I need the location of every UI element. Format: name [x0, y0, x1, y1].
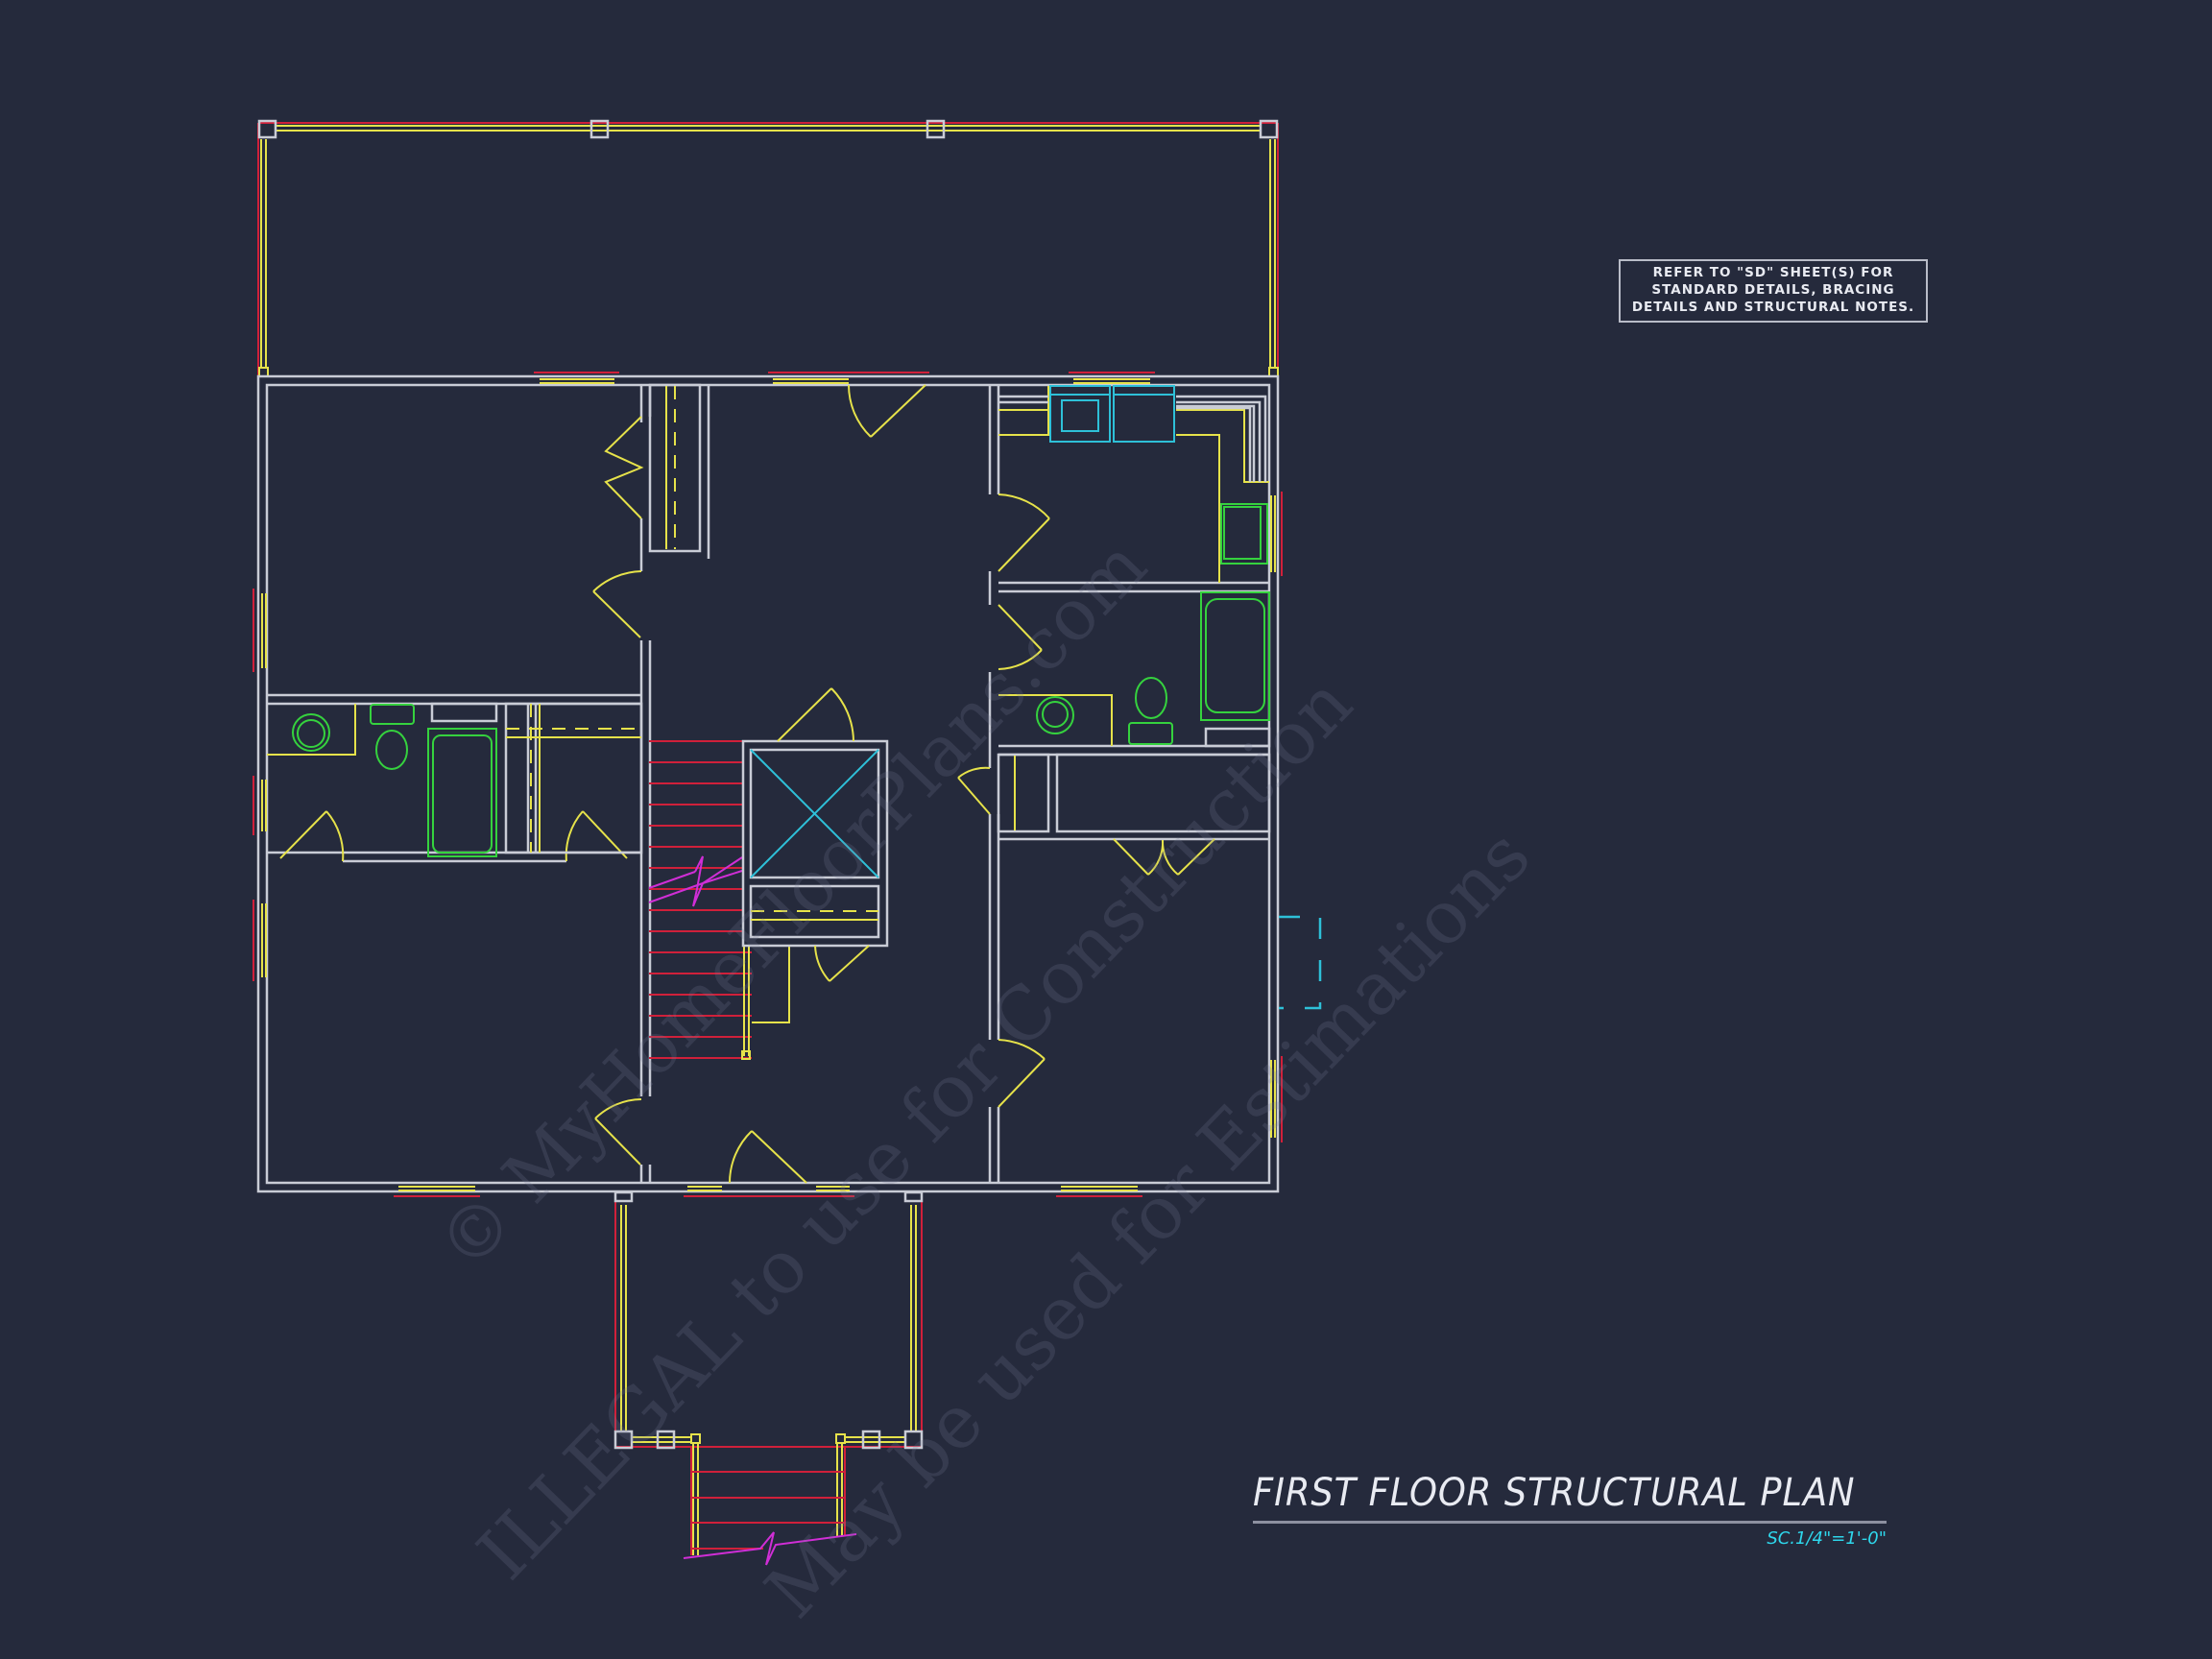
- exterior-walls: [252, 372, 1283, 1197]
- drawing-title: FIRST FLOOR STRUCTURAL PLAN: [1253, 1471, 1856, 1515]
- note-line-1: REFER TO "SD" SHEET(S) FOR: [1652, 265, 1894, 280]
- rear-porch: [257, 119, 1279, 377]
- note-line-3: DETAILS AND STRUCTURAL NOTES.: [1631, 300, 1915, 315]
- doors: [279, 384, 1215, 1184]
- plumbing-fixtures: [267, 385, 1322, 1010]
- front-porch: [613, 1190, 924, 1566]
- drawing-scale: SC.1/4"=1'-0": [1767, 1528, 1887, 1549]
- elevator: [741, 739, 889, 948]
- stair: [648, 740, 790, 1060]
- note-line-2: STANDARD DETAILS, BRACING: [1651, 282, 1895, 298]
- title-underline: [1253, 1521, 1887, 1524]
- interior-walls: [267, 383, 1271, 1183]
- structural-note-box: REFER TO "SD" SHEET(S) FOR STANDARD DETA…: [1619, 259, 1928, 323]
